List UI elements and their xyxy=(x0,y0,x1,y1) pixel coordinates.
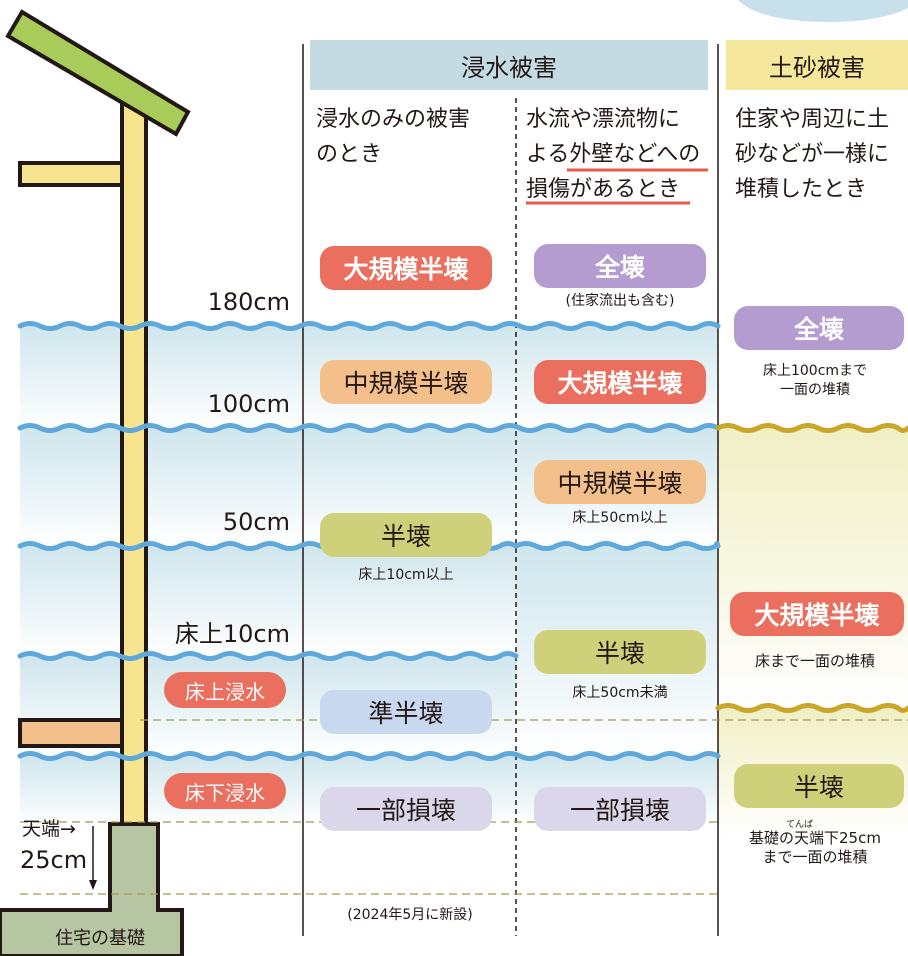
wave-100cm xyxy=(17,423,721,433)
flow-half-destroyed: 半壊 xyxy=(534,630,706,674)
flood-only-line-2: のとき xyxy=(316,142,383,167)
flow-half-destroyed-note: 床上50cm未満 xyxy=(572,685,668,701)
flow-large-scale-half-destroyed: 大規模半壊 xyxy=(534,360,706,404)
sediment-condition: 住家や周辺に土 砂などが一様に 堆積したとき xyxy=(735,102,889,207)
sediment-half-destroyed-note: 基礎の天端下25cm まで一面の堆積 xyxy=(722,829,908,867)
wave-10cm xyxy=(17,651,519,661)
wave-floor xyxy=(17,751,721,761)
flow-line-2: よる外壁などへの xyxy=(526,142,701,167)
sediment-large-scale-half-destroyed: 大規模半壊 xyxy=(730,592,904,636)
sediment-total-destruction-note: 床上100cmまで 一面の堆積 xyxy=(722,362,908,400)
flow-total-destruction: 全壊 xyxy=(534,244,706,288)
house-drawing xyxy=(0,9,191,956)
speech-bubble-shape xyxy=(738,0,908,22)
sediment-p3-note-line-1: 基礎の天端下25cm xyxy=(749,829,881,847)
flow-line-1: 水流や漂流物に xyxy=(526,107,681,132)
sediment-line-2: 砂などが一様に xyxy=(735,142,890,167)
wave-180cm xyxy=(17,321,721,331)
sediment-large-scale-note: 床まで一面の堆積 xyxy=(754,652,875,670)
flow-medium-scale-half-destroyed: 中規模半壊 xyxy=(534,460,706,504)
flow-total-destruction-note: (住家流出も含む) xyxy=(565,293,675,309)
tag-below-floor-flooding: 床下浸水 xyxy=(164,773,286,809)
sediment-p3-note-line-2: まで一面の堆積 xyxy=(762,848,868,866)
sediment-wave-floor xyxy=(715,703,908,713)
level-50cm: 50cm xyxy=(222,508,290,536)
flood-large-scale-half-destroyed: 大規模半壊 xyxy=(320,246,492,290)
flood-medium-scale-half-destroyed: 中規模半壊 xyxy=(320,360,492,404)
flood-half-destroyed: 半壊 xyxy=(320,513,492,557)
level-100cm: 100cm xyxy=(207,390,290,418)
tenba-label: 天端→ xyxy=(22,818,76,840)
sediment-header-bg xyxy=(726,40,908,90)
flood-header-bg xyxy=(310,40,708,90)
sediment-wave-100cm xyxy=(715,423,908,433)
minus-25cm-label: 25cm xyxy=(20,846,88,874)
flood-only-condition: 浸水のみの被害 のとき xyxy=(316,102,470,172)
sediment-p1-note-line-1: 床上100cmまで xyxy=(762,363,868,379)
flood-quasi-half-destroyed: 準半壊 xyxy=(320,690,492,734)
sediment-total-destruction: 全壊 xyxy=(734,306,904,350)
sediment-half-destroyed: 半壊 xyxy=(734,764,904,808)
level-180cm: 180cm xyxy=(207,288,290,316)
flood-damage-header: 浸水被害 xyxy=(461,53,557,82)
flow-medium-note: 床上50cm以上 xyxy=(572,510,668,526)
flow-damage-condition: 水流や漂流物に よる外壁などへの 損傷があるとき xyxy=(526,102,700,207)
flow-line-3: 損傷があるとき xyxy=(526,177,681,202)
sediment-line-3: 堆積したとき xyxy=(735,177,868,202)
tag-above-floor-flooding: 床上浸水 xyxy=(164,672,286,708)
flow-partial-damage: 一部損壊 xyxy=(534,787,706,831)
flood-new-category-note: (2024年5月に新設) xyxy=(347,907,473,923)
flood-half-destroyed-note: 床上10cm以上 xyxy=(358,567,454,583)
flood-partial-damage: 一部損壊 xyxy=(320,787,492,831)
sediment-line-1: 住家や周辺に土 xyxy=(735,107,890,132)
foundation-label: 住宅の基礎 xyxy=(55,928,145,949)
flood-only-line-1: 浸水のみの被害 xyxy=(316,107,471,132)
wave-50cm-right xyxy=(513,541,721,551)
level-floor-10cm: 床上10cm xyxy=(174,620,290,648)
tenba-ruby: てんば xyxy=(786,820,814,830)
sediment-p1-note-line-2: 一面の堆積 xyxy=(780,382,850,398)
sediment-damage-header: 土砂被害 xyxy=(769,53,865,82)
